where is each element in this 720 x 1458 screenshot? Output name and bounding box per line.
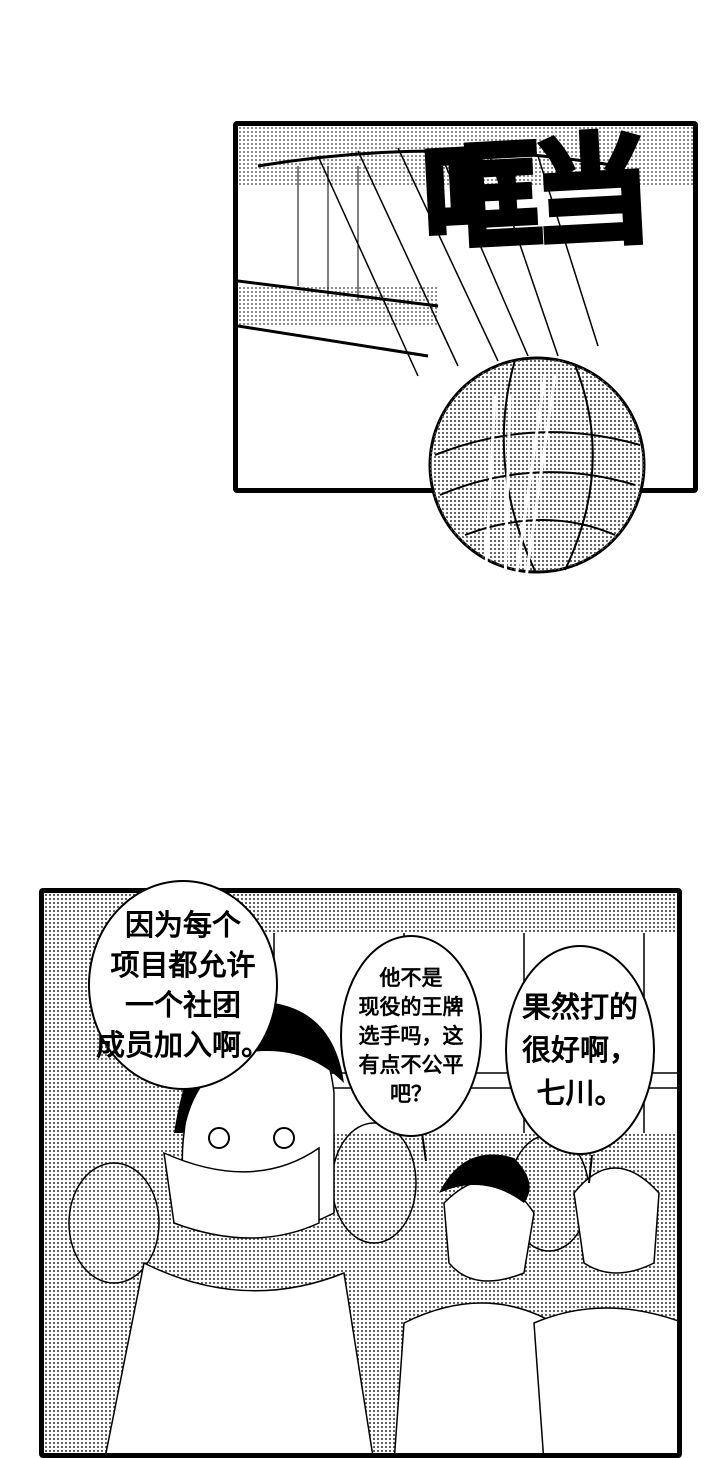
- speech-bubble-dark-haired-boy: 他不是 现役的王牌 选手吗，这 有点不公平 吧？: [340, 935, 482, 1137]
- speech-text: 因为每个 项目都允许 一个社团 成员加入啊。: [95, 908, 270, 1062]
- sound-effect-text: 哐当: [417, 121, 650, 273]
- basketball: [428, 356, 646, 586]
- speech-bubble-light-haired-boy: 果然打的 很好啊， 七川。: [505, 945, 655, 1155]
- speech-bubble-masked-boy: 因为每个 项目都允许 一个社团 成员加入啊。: [88, 880, 278, 1090]
- speech-text: 他不是 现役的王牌 选手吗，这 有点不公平 吧？: [358, 965, 464, 1106]
- hoop-art: [238, 126, 693, 377]
- speech-text: 果然打的 很好啊， 七川。: [521, 989, 638, 1110]
